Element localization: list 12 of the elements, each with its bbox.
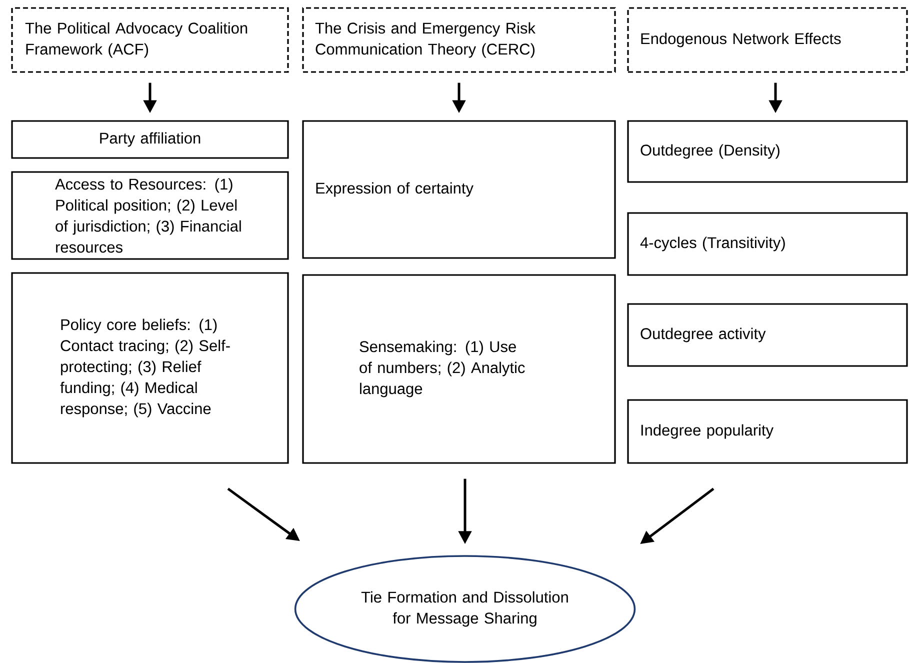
factor-box: Access to Resources: (1) Political position; (2) Level of jurisdiction; (3) Financial resources	[11, 171, 289, 260]
factor-box: Indegree popularity	[627, 399, 908, 464]
factor-box: Outdegree activity	[627, 303, 908, 367]
theory-box: Endogenous Network Effects	[627, 7, 908, 73]
factor-box: Party affiliation	[11, 120, 289, 159]
factor-box: Outdegree (Density)	[627, 120, 908, 183]
factor-box: Sensemaking: (1) Use of numbers; (2) Analytic language	[302, 274, 616, 464]
theory-box: The Crisis and Emergency Risk Communication Theory (CERC)	[302, 7, 616, 73]
theory-box: The Political Advocacy Coalition Framework (ACF)	[11, 7, 289, 73]
factor-box: Policy core beliefs: (1) Contact tracing; (2) Self-protecting; (3) Relief funding; (4) Medical response; (5) Vaccine	[11, 272, 289, 464]
factor-box: 4-cycles (Transitivity)	[627, 212, 908, 276]
factor-box: Expression of certainty	[302, 120, 616, 259]
